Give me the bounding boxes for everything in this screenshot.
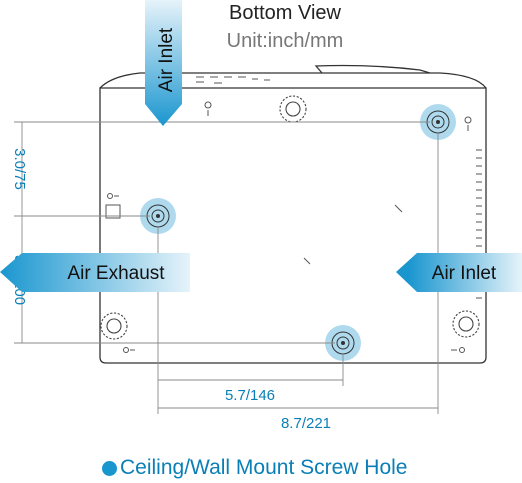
projector-outline <box>99 64 487 364</box>
diagram-title: Bottom View <box>229 2 341 24</box>
legend: Ceiling/Wall Mount Screw Hole <box>102 455 408 481</box>
legend-label: Ceiling/Wall Mount Screw Hole <box>120 456 408 479</box>
air-exhaust-arrow: Air Exhaust <box>0 253 190 292</box>
dimension-label-vertical-top: 3.0/75 <box>11 148 28 190</box>
screw-hole-legend-icon <box>102 460 117 476</box>
marker-icons <box>105 101 472 353</box>
dimension-lines <box>14 121 439 414</box>
air-inlet-arrow-right: Air Inlet <box>396 253 522 292</box>
air-inlet-right-label: Air Inlet <box>432 263 497 284</box>
front-vent-slots <box>196 76 270 84</box>
dimension-label-horizontal-short: 5.7/146 <box>225 387 275 404</box>
side-vent-slots <box>476 149 482 299</box>
air-exhaust-label: Air Exhaust <box>67 263 165 284</box>
dimension-label-horizontal-long: 8.7/221 <box>281 415 331 432</box>
unit-label: Unit:inch/mm <box>226 30 344 52</box>
air-inlet-arrow-top: Air Inlet <box>145 0 182 126</box>
mount-screw-hole <box>420 104 456 140</box>
air-inlet-top-label: Air Inlet <box>156 27 177 92</box>
